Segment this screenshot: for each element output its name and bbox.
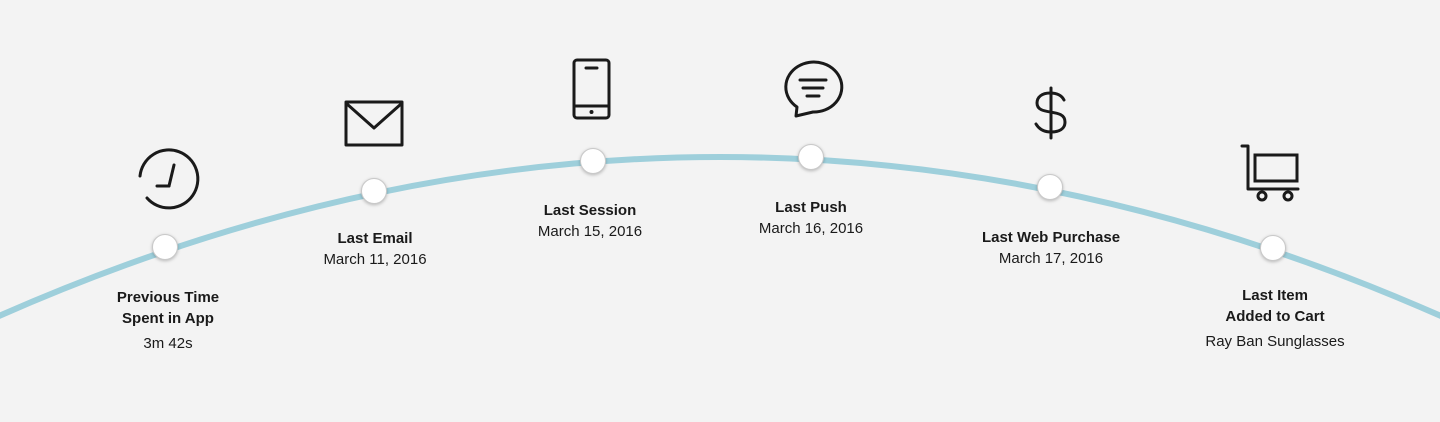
event-value: Ray Ban Sunglasses — [1205, 333, 1345, 350]
smartphone-icon — [572, 58, 611, 120]
event-label-email: Last Email March 11, 2016 — [265, 228, 485, 270]
event-value: March 15, 2016 — [537, 223, 643, 240]
event-value: March 16, 2016 — [758, 220, 864, 237]
event-label-push: Last Push March 16, 2016 — [701, 197, 921, 239]
dollar-sign-icon — [1034, 86, 1067, 140]
event-value: March 17, 2016 — [998, 250, 1104, 267]
timeline-node-push[interactable] — [798, 144, 824, 170]
event-title: Last Push — [775, 199, 847, 216]
event-title: Last Session — [543, 202, 637, 219]
envelope-icon — [344, 100, 404, 147]
chat-bubble-icon — [784, 60, 844, 118]
timeline-node-email[interactable] — [361, 178, 387, 204]
event-value: March 11, 2016 — [323, 251, 427, 268]
event-title: Last Web Purchase — [981, 229, 1121, 246]
event-title: Previous Time Spent in App — [116, 289, 220, 327]
event-title: Last Item Added to Cart — [1225, 287, 1325, 325]
clock-icon — [138, 148, 200, 210]
event-title: Last Email — [337, 230, 413, 247]
shopping-cart-icon — [1240, 144, 1300, 202]
event-label-cart: Last Item Added to Cart Ray Ban Sunglass… — [1165, 285, 1385, 352]
event-label-time: Previous Time Spent in App 3m 42s — [58, 287, 278, 354]
event-label-purchase: Last Web Purchase March 17, 2016 — [941, 227, 1161, 269]
timeline-node-purchase[interactable] — [1037, 174, 1063, 200]
timeline-node-cart[interactable] — [1260, 235, 1286, 261]
event-value: 3m 42s — [143, 335, 193, 352]
event-label-session: Last Session March 15, 2016 — [480, 200, 700, 242]
timeline-node-session[interactable] — [580, 148, 606, 174]
timeline-node-time[interactable] — [152, 234, 178, 260]
